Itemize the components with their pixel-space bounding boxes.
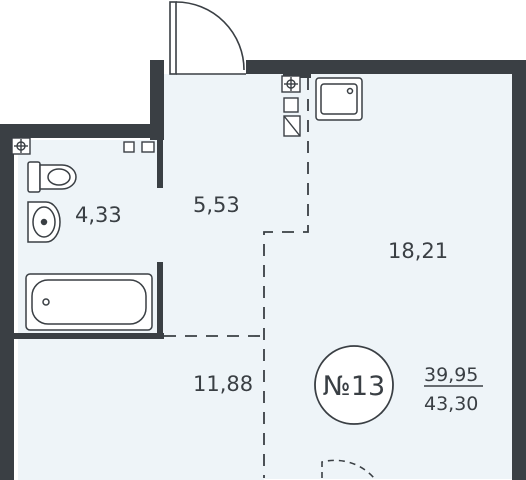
door-swing-icon [321,459,375,479]
sink-icon [27,201,61,243]
walls [0,60,526,480]
room-area-kitchen: 11,88 [193,372,253,396]
bathtub-icon [25,273,153,331]
apartment-number: №13 [323,371,385,402]
room-area-bathroom: 4,33 [75,203,122,227]
living-area: 39,95 [424,364,478,386]
kitchen-sink-icon [315,77,363,121]
total-area: 43,30 [424,393,478,415]
room-area-living: 18,21 [388,239,448,263]
meter-icon [123,97,301,153]
apartment-badge: №13 39,95 43,30 [314,345,483,425]
toilet-icon [27,161,77,193]
floor-tint [18,74,512,480]
ventilation-icon [11,75,301,155]
door-icon [169,1,246,75]
zone-dividers [164,78,309,478]
room-area-hallway: 5,53 [193,193,240,217]
